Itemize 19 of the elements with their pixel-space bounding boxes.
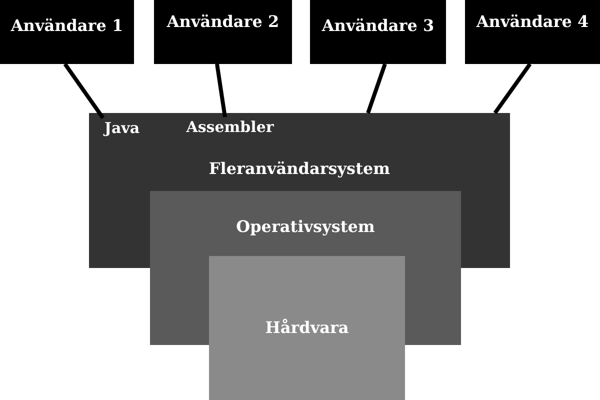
connector-line — [366, 63, 387, 114]
language-label: Assembler — [186, 116, 274, 138]
user-box — [154, 0, 292, 64]
layer-label: Hårdvara — [265, 317, 349, 339]
connector-line — [63, 62, 105, 120]
layer-label: Användare 2 — [166, 11, 280, 33]
connector-line — [493, 62, 532, 114]
layer-label: Fleranvändarsystem — [208, 158, 390, 180]
layer-box — [150, 191, 461, 256]
layer-label: Användare 4 — [476, 11, 589, 33]
layer-label: Operativsystem — [236, 216, 375, 238]
layer-box — [89, 113, 510, 191]
user-box — [310, 0, 446, 64]
layer-label: Användare 3 — [322, 15, 434, 37]
user-box — [465, 0, 600, 64]
layer-box — [209, 256, 405, 400]
layer-label: Användare 1 — [10, 15, 124, 37]
language-label: Java — [104, 118, 140, 139]
user-box — [0, 0, 134, 64]
